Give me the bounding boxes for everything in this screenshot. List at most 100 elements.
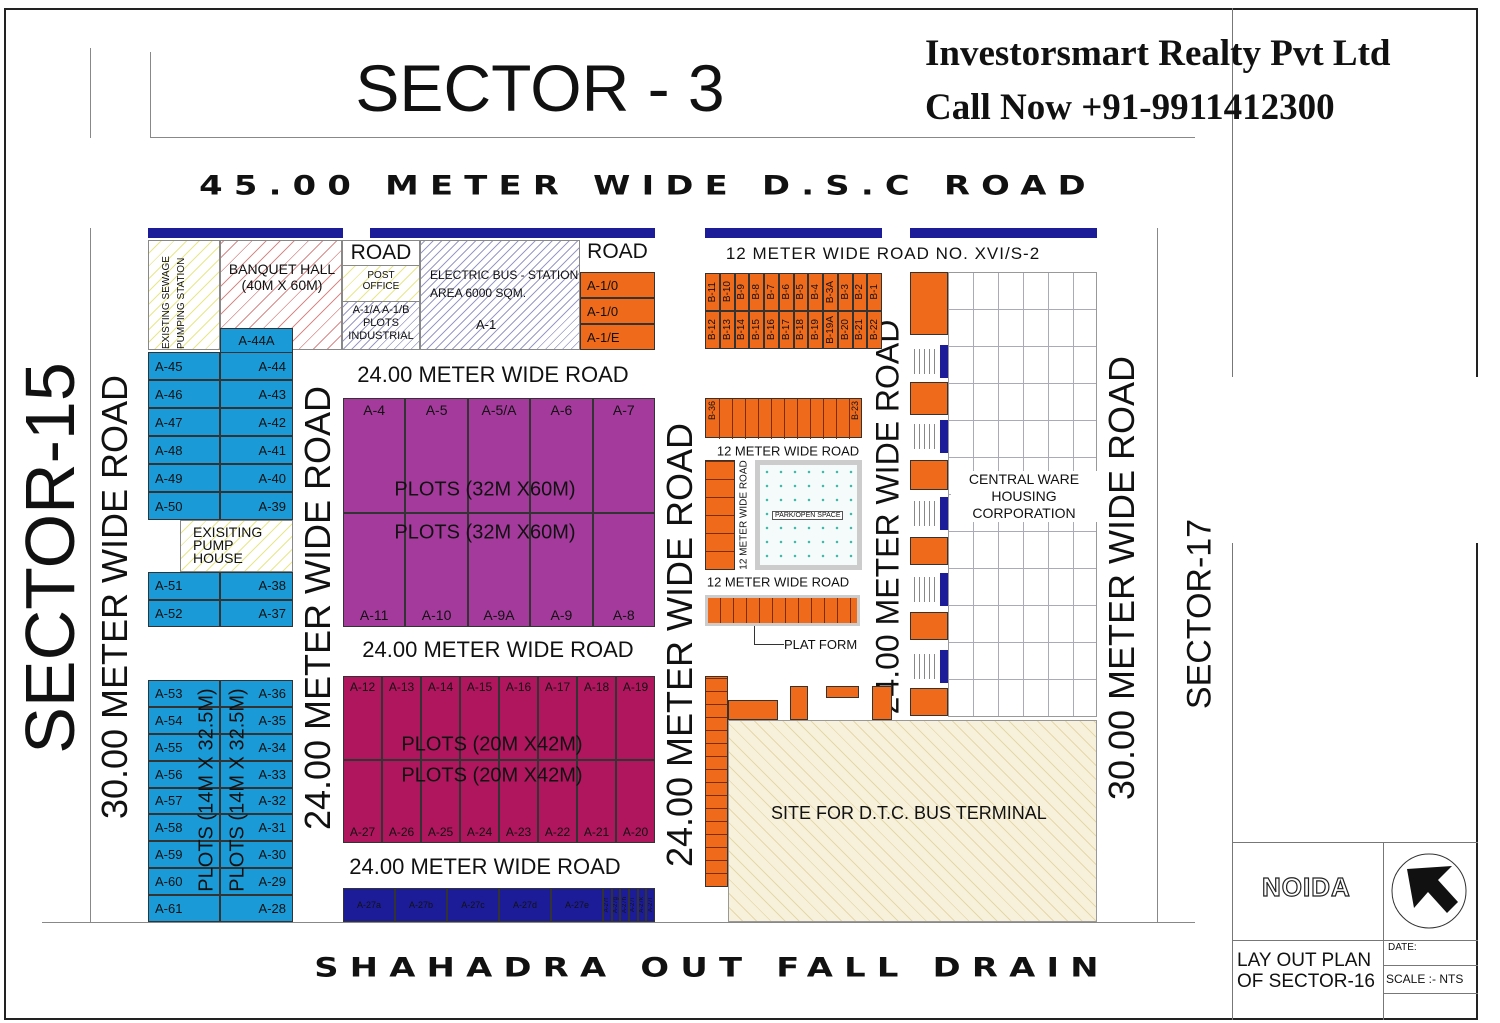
plot-b-7[interactable]: B-7 — [764, 273, 779, 311]
plot-a-29[interactable]: A-29 — [220, 868, 293, 896]
plot-a-27h[interactable]: A-27h — [620, 888, 629, 922]
plot-a-39[interactable]: A-39 — [220, 492, 293, 520]
sewage-pumping-station[interactable]: EXISTING SEWAGE PUMPING STATION — [148, 240, 220, 350]
plot-b-17[interactable]: B-17 — [778, 311, 794, 349]
orange-column[interactable] — [705, 460, 735, 570]
plot-a-12[interactable]: A-12 — [343, 676, 382, 760]
plot-a-27[interactable]: A-27 — [343, 759, 382, 843]
plot-a-34[interactable]: A-34 — [220, 733, 293, 761]
plot-b-15[interactable]: B-15 — [749, 311, 764, 349]
plot-b-19a[interactable]: B-19A — [823, 311, 838, 349]
plot-b-20[interactable]: B-20 — [837, 311, 853, 349]
plot-b-22[interactable]: B-22 — [867, 311, 882, 349]
plot-a-22[interactable]: A-22 — [538, 759, 577, 843]
orange-plot[interactable] — [728, 700, 778, 720]
orange-plot[interactable] — [910, 272, 948, 335]
plot-a-27l[interactable]: A-27l — [646, 888, 655, 922]
plot-a-27e[interactable]: A-27e — [551, 888, 603, 922]
plot-a-24[interactable]: A-24 — [460, 759, 499, 843]
plot-a-27i[interactable]: A-27i — [629, 888, 638, 922]
plot-a-41[interactable]: A-41 — [220, 436, 293, 464]
plot-b-12[interactable]: B-12 — [705, 311, 720, 349]
plot-a-9a[interactable]: A-9A — [467, 512, 531, 627]
plot-b-18[interactable]: B-18 — [793, 311, 809, 349]
plot-a-51[interactable]: A-51 — [148, 572, 220, 600]
orange-plot[interactable] — [826, 686, 859, 698]
plot-a-10[interactable]: A-10 — [405, 512, 468, 627]
plot-a-18[interactable]: A-18 — [577, 676, 616, 760]
plot-a-33[interactable]: A-33 — [220, 760, 293, 788]
plot-a-50[interactable]: A-50 — [148, 492, 220, 520]
plot-a-20[interactable]: A-20 — [616, 759, 655, 843]
post-office[interactable]: POST OFFICE — [343, 266, 419, 302]
plot-a-9[interactable]: A-9 — [530, 512, 593, 627]
plot-a-40[interactable]: A-40 — [220, 464, 293, 492]
plot-a-49[interactable]: A-49 — [148, 464, 220, 492]
plot-b-3[interactable]: B-3 — [837, 273, 853, 311]
plot-b-10[interactable]: B-10 — [719, 273, 735, 311]
plot-a-35[interactable]: A-35 — [220, 706, 293, 734]
plot-a-59[interactable]: A-59 — [148, 841, 220, 869]
plot-a-56[interactable]: A-56 — [148, 760, 220, 788]
navy-plot[interactable] — [940, 650, 948, 683]
plot-a-8[interactable]: A-8 — [592, 512, 655, 627]
plot-a-1-0[interactable]: A-1/0 — [580, 272, 655, 298]
plot-a-58[interactable]: A-58 — [148, 814, 220, 842]
plot-b-2[interactable]: B-2 — [852, 273, 868, 311]
plot-b-13[interactable]: B-13 — [719, 311, 735, 349]
plot-a-60[interactable]: A-60 — [148, 868, 220, 896]
plot-a-46[interactable]: A-46 — [148, 380, 220, 408]
plot-a-27b[interactable]: A-27b — [395, 888, 447, 922]
plot-b-3a[interactable]: B-3A — [823, 273, 838, 311]
plot-a-19[interactable]: A-19 — [616, 676, 655, 760]
orange-plot[interactable] — [872, 686, 892, 720]
plot-a-27c[interactable]: A-27c — [447, 888, 499, 922]
plot-a-54[interactable]: A-54 — [148, 706, 220, 734]
plot-a-4[interactable]: A-4 — [343, 398, 406, 513]
plot-a-53[interactable]: A-53 — [148, 680, 220, 707]
central-warehousing[interactable]: CENTRAL WARE HOUSING CORPORATION — [948, 272, 1097, 717]
plot-a-6[interactable]: A-6 — [530, 398, 593, 513]
plot-a-38[interactable]: A-38 — [220, 572, 293, 600]
plot-a-37[interactable]: A-37 — [220, 599, 293, 627]
plot-b-8[interactable]: B-8 — [749, 273, 764, 311]
plot-b-4[interactable]: B-4 — [808, 273, 823, 311]
plot-a-48[interactable]: A-48 — [148, 436, 220, 464]
plot-a-21[interactable]: A-21 — [577, 759, 616, 843]
orange-plot[interactable] — [790, 686, 808, 720]
plot-a-27k[interactable]: A-27k — [637, 888, 647, 922]
plot-a-26[interactable]: A-26 — [382, 759, 421, 843]
plot-a-27f[interactable]: A-27f — [603, 888, 612, 922]
plot-a-27a[interactable]: A-27a — [343, 888, 395, 922]
orange-plot[interactable] — [910, 460, 948, 490]
plot-a-52[interactable]: A-52 — [148, 599, 220, 627]
plot-a-30[interactable]: A-30 — [220, 841, 293, 869]
plot-a-44[interactable]: A-44 — [220, 352, 293, 380]
plot-a-25[interactable]: A-25 — [421, 759, 460, 843]
plot-a-31[interactable]: A-31 — [220, 814, 293, 842]
navy-plot[interactable] — [940, 420, 948, 453]
orange-plot[interactable] — [910, 612, 948, 640]
plot-a-7[interactable]: A-7 — [592, 398, 655, 513]
plot-b-1[interactable]: B-1 — [867, 273, 882, 311]
plot-a-16[interactable]: A-16 — [499, 676, 538, 760]
plot-b-16[interactable]: B-16 — [764, 311, 779, 349]
plot-b-21[interactable]: B-21 — [852, 311, 868, 349]
plot-a-27d[interactable]: A-27d — [499, 888, 551, 922]
plot-a-57[interactable]: A-57 — [148, 787, 220, 815]
plot-a-5/a[interactable]: A-5/A — [467, 398, 531, 513]
plot-b-19[interactable]: B-19 — [808, 311, 823, 349]
navy-plot[interactable] — [940, 573, 948, 606]
plot-b-11[interactable]: B-11 — [705, 273, 720, 311]
electric-bus-station[interactable]: ELECTRIC BUS - STATION AREA 6000 SQM. A-… — [420, 240, 580, 350]
orange-strip[interactable] — [705, 676, 728, 887]
plot-a-32[interactable]: A-32 — [220, 787, 293, 815]
plot-a-11[interactable]: A-11 — [343, 512, 406, 627]
plot-a-43[interactable]: A-43 — [220, 380, 293, 408]
platform[interactable] — [705, 595, 860, 626]
plot-a-27g[interactable]: A-27g — [611, 888, 621, 922]
plot-b-9[interactable]: B-9 — [734, 273, 750, 311]
plot-a-55[interactable]: A-55 — [148, 733, 220, 761]
park-open-space[interactable]: PARK/OPEN SPACE — [755, 460, 862, 570]
industrial-plots[interactable]: A-1/A A-1/B PLOTS INDUSTRIAL — [343, 302, 419, 349]
